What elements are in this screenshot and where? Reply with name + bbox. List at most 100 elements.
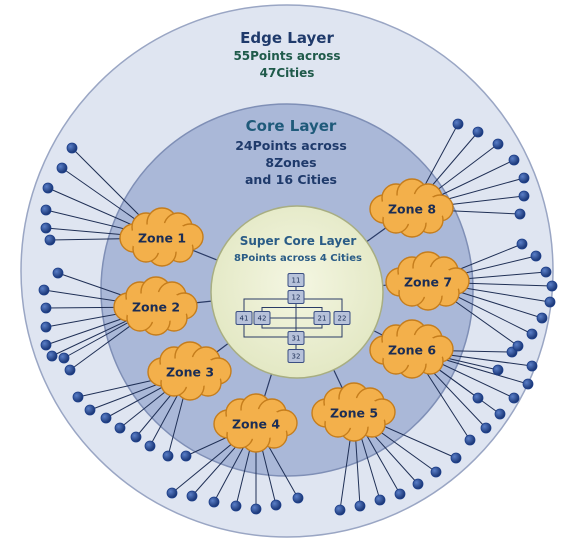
edge-point — [512, 340, 524, 352]
edge-point — [334, 504, 346, 516]
edge-point — [230, 500, 242, 512]
zone-cloud: Zone 6 — [369, 319, 454, 379]
edge-point — [514, 208, 526, 220]
super-core-node — [313, 311, 331, 325]
zone-label: Zone 8 — [388, 202, 436, 217]
super-core-node-label: 42 — [258, 315, 267, 323]
edge-point — [394, 488, 406, 500]
super-core-node-label: 41 — [240, 315, 249, 323]
edge-point — [518, 172, 530, 184]
edge-point — [40, 302, 52, 314]
zone-cloud: Zone 1 — [119, 207, 204, 267]
edge-point — [354, 500, 366, 512]
super-core-node — [287, 290, 305, 304]
zone-cloud: Zone 3 — [147, 341, 232, 401]
super-core-node-label: 22 — [338, 315, 347, 323]
core-layer-zones: 8Zones — [265, 155, 316, 170]
core-layer-cities: and 16 Cities — [245, 172, 337, 187]
edge-point — [472, 392, 484, 404]
zone-cloud: Zone 5 — [311, 382, 396, 442]
zone-label: Zone 3 — [166, 365, 214, 380]
super-core-node — [235, 311, 253, 325]
super-core-node-label: 31 — [292, 335, 301, 343]
edge-layer-title: Edge Layer — [240, 29, 334, 47]
edge-points — [38, 118, 558, 516]
edge-point — [480, 422, 492, 434]
edge-point — [42, 182, 54, 194]
super-core-node — [253, 311, 271, 325]
core-layer-title: Core Layer — [246, 117, 337, 135]
edge-point — [526, 328, 538, 340]
edge-point — [100, 412, 112, 424]
zone-label: Zone 6 — [388, 343, 436, 358]
edge-point — [412, 478, 424, 490]
edge-point — [46, 350, 58, 362]
super-core-node-label: 11 — [292, 277, 301, 285]
zone-cloud: Zone 7 — [385, 251, 470, 311]
edge-point — [130, 431, 142, 443]
super-core-layer-points: 8Points across 4 Cities — [234, 253, 362, 264]
super-core-node — [287, 273, 305, 287]
edge-point — [508, 154, 520, 166]
edge-point — [492, 364, 504, 376]
super-core-node — [333, 311, 351, 325]
zone-label: Zone 2 — [132, 300, 180, 315]
edge-point — [162, 450, 174, 462]
edge-point — [508, 392, 520, 404]
edge-point — [64, 364, 76, 376]
super-core-node-label: 12 — [292, 294, 301, 302]
zone-cloud: Zone 2 — [113, 276, 198, 336]
edge-point — [536, 312, 548, 324]
zone-cloud: Zone 8 — [369, 178, 454, 238]
super-core-node — [287, 349, 305, 363]
edge-point — [166, 487, 178, 499]
edge-point — [464, 434, 476, 446]
edge-point — [40, 204, 52, 216]
edge-point — [530, 250, 542, 262]
edge-point — [430, 466, 442, 478]
edge-point — [270, 499, 282, 511]
edge-point — [450, 452, 462, 464]
core-layer-points: 24Points across — [235, 138, 347, 153]
edge-point — [40, 222, 52, 234]
edge-point — [208, 496, 220, 508]
edge-point — [292, 492, 304, 504]
zone-cloud: Zone 4 — [213, 393, 298, 453]
zones: Zone 1 Zone 2 Zone 3 Zone 4 Zone 5 Zone 6 Zone… — [113, 178, 470, 453]
zone-label: Zone 4 — [232, 417, 280, 432]
edge-point — [38, 284, 50, 296]
edge-point — [516, 238, 528, 250]
edge-point — [180, 450, 192, 462]
edge-point — [526, 360, 538, 372]
edge-point — [522, 378, 534, 390]
edge-layer-cities: 47Cities — [260, 66, 315, 80]
super-core-node — [287, 331, 305, 345]
edge-point — [540, 266, 552, 278]
edge-point — [40, 321, 52, 333]
edge-point — [144, 440, 156, 452]
edge-point — [114, 422, 126, 434]
edge-point — [72, 391, 84, 403]
edge-point — [452, 118, 464, 130]
edge-point — [492, 138, 504, 150]
edge-point — [374, 494, 386, 506]
edge-point — [56, 162, 68, 174]
zone-label: Zone 5 — [330, 406, 378, 421]
edge-point — [518, 190, 530, 202]
edge-point — [40, 339, 52, 351]
super-core-node-label: 32 — [292, 353, 301, 361]
edge-layer-points: 55Points across — [233, 49, 340, 63]
edge-point — [84, 404, 96, 416]
edge-point — [472, 126, 484, 138]
edge-point — [52, 267, 64, 279]
super-core-layer-title: Super Core Layer — [240, 234, 357, 248]
edge-point — [544, 296, 556, 308]
edge-point — [186, 490, 198, 502]
edge-point — [44, 234, 56, 246]
edge-point — [546, 280, 558, 292]
zone-label: Zone 1 — [138, 231, 186, 246]
edge-point — [250, 503, 262, 515]
edge-point — [494, 408, 506, 420]
